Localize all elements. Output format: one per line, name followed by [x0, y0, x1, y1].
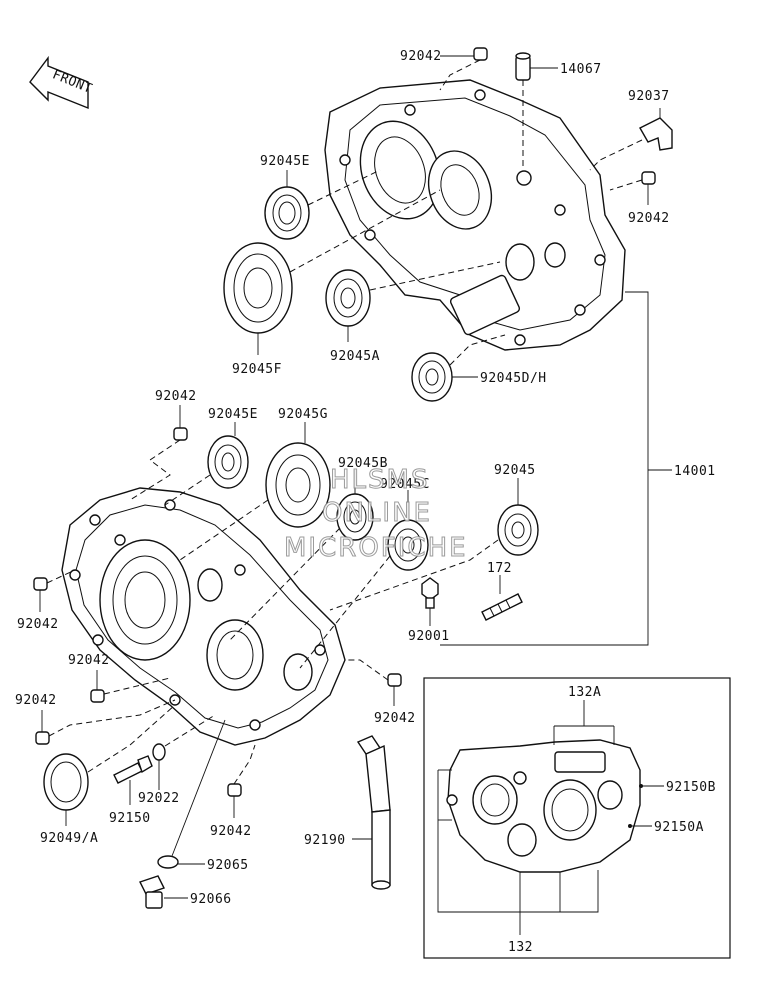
bearing-92045 — [497, 504, 539, 556]
label-92042-left-3: 92042 — [15, 693, 57, 708]
label-132A: 132A — [568, 685, 601, 700]
label-172: 172 — [487, 561, 512, 576]
bearing-92045DH — [411, 352, 453, 402]
bolt-92150 — [113, 755, 153, 784]
label-92022: 92022 — [138, 791, 180, 806]
dowel-pin-left-1 — [33, 577, 48, 591]
label-92037: 92037 — [628, 89, 670, 104]
breather-hose-92190 — [356, 735, 391, 890]
dowel-pin-left-3 — [35, 731, 50, 745]
label-92042-left-1: 92042 — [17, 617, 59, 632]
bearing-92045A — [325, 269, 371, 327]
label-92045F: 92045F — [232, 362, 282, 377]
svg-text:ONLINE: ONLINE — [322, 498, 432, 528]
label-92065: 92065 — [207, 858, 249, 873]
bearing-92045E-upper — [264, 186, 310, 240]
label-92150B: 92150B — [666, 780, 716, 795]
label-92042-right: 92042 — [628, 211, 670, 226]
stud-bolt-172 — [481, 593, 523, 621]
label-92150: 92150 — [109, 811, 151, 826]
label-92045C: 92045C — [380, 477, 430, 492]
front-arrow-icon: FRONT — [29, 55, 94, 110]
label-92045E-upper: 92045E — [260, 154, 310, 169]
label-132: 132 — [508, 940, 533, 955]
label-92045G: 92045G — [278, 407, 328, 422]
dowel-pin-bottom — [227, 783, 242, 797]
bearing-92045F — [223, 242, 293, 334]
label-92042-bottom: 92042 — [210, 824, 252, 839]
label-92045DH: 92045D/H — [480, 371, 547, 386]
svg-text:HLSMS: HLSMS — [330, 465, 429, 495]
watermark: HLSMS ONLINE MICROFICHE — [284, 465, 468, 564]
dowel-pin-top — [473, 47, 488, 61]
left-crankcase-half — [61, 487, 346, 746]
washer-92022 — [152, 743, 166, 761]
dowel-pin-left-2 — [90, 689, 105, 703]
bracket-14001 — [440, 291, 649, 646]
clamp-92037 — [639, 117, 673, 151]
label-92042-top: 92042 — [400, 49, 442, 64]
svg-text:MICROFICHE: MICROFICHE — [284, 533, 468, 563]
dowel-pin-center — [387, 673, 402, 687]
label-92190: 92190 — [304, 833, 346, 848]
bearing-92045E-lower — [207, 435, 249, 489]
washer-92065 — [157, 855, 179, 869]
bearing-92045C — [387, 519, 429, 571]
dowel-pin-right — [641, 171, 656, 185]
bolt-92001 — [421, 577, 439, 609]
label-92045: 92045 — [494, 463, 536, 478]
label-92150A: 92150A — [654, 820, 704, 835]
label-92049A: 92049/A — [40, 831, 98, 846]
label-92045E-lower: 92045E — [208, 407, 258, 422]
label-92042-left-2: 92042 — [68, 653, 110, 668]
oil-seal-92049A — [43, 753, 89, 811]
label-92042-center: 92042 — [374, 711, 416, 726]
label-14067: 14067 — [560, 62, 602, 77]
inset-crankcase — [446, 739, 641, 873]
label-92042-left-top: 92042 — [155, 389, 197, 404]
label-92066: 92066 — [190, 892, 232, 907]
right-crankcase-half — [324, 79, 626, 351]
label-14001: 14001 — [674, 464, 716, 479]
label-92045B: 92045B — [338, 456, 388, 471]
drain-plug-92066 — [139, 875, 165, 909]
dowel-pin-left-top — [173, 427, 188, 441]
label-92001: 92001 — [408, 629, 450, 644]
bearing-92045G — [265, 442, 331, 528]
inset-box — [423, 677, 731, 959]
label-92045A: 92045A — [330, 349, 380, 364]
